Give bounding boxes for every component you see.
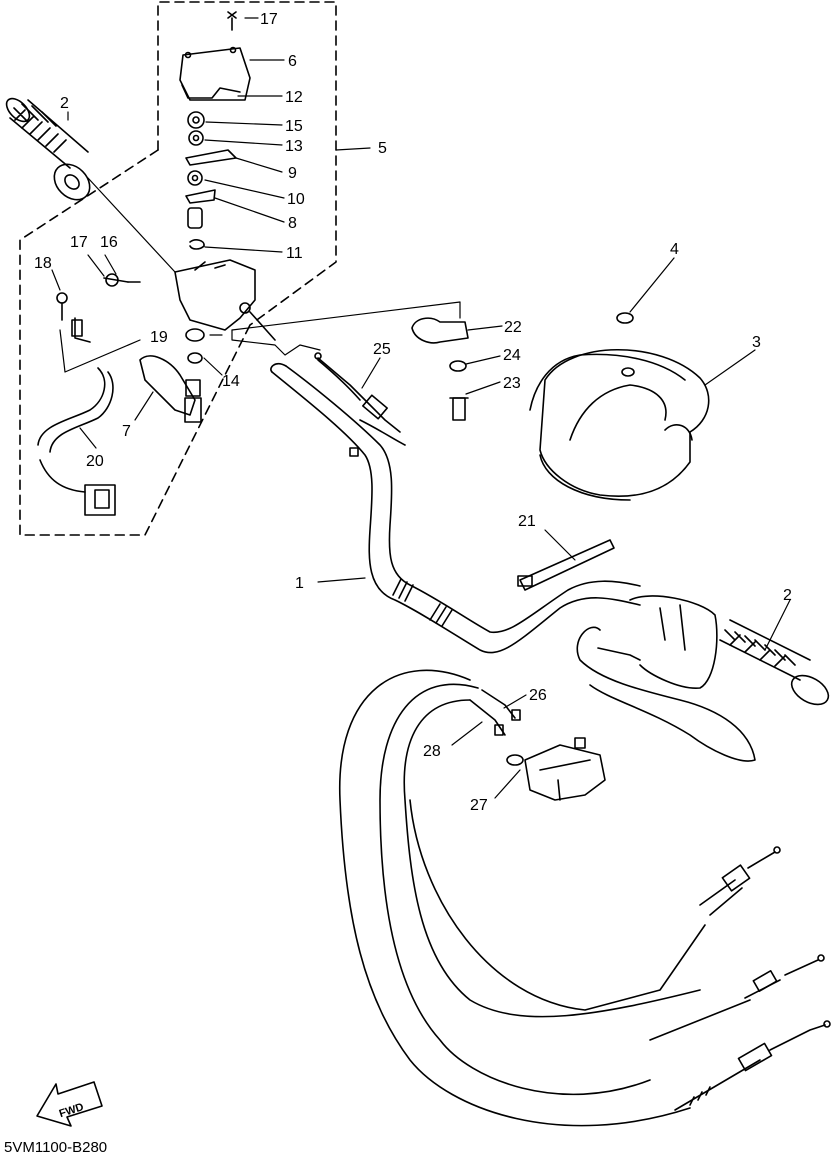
clamp-22 bbox=[411, 317, 469, 344]
callout-8: 8 bbox=[288, 215, 297, 232]
callout-1: 1 bbox=[295, 575, 304, 592]
switch-cover bbox=[529, 348, 710, 501]
callout-25: 25 bbox=[373, 341, 391, 358]
callout-11: 11 bbox=[286, 245, 303, 262]
left-grip bbox=[5, 97, 91, 201]
callout-17-top: 17 bbox=[260, 11, 278, 28]
fwd-arrow-icon bbox=[36, 1081, 103, 1127]
callout-12: 12 bbox=[285, 89, 303, 106]
callout-10: 10 bbox=[287, 191, 305, 208]
callout-6: 6 bbox=[288, 53, 297, 70]
right-switch-and-lever bbox=[576, 595, 756, 762]
callout-22: 22 bbox=[504, 319, 522, 336]
callout-9: 9 bbox=[288, 165, 297, 182]
left-switch-assembly bbox=[139, 46, 276, 423]
callout-24: 24 bbox=[503, 347, 521, 364]
callout-14: 14 bbox=[222, 373, 240, 390]
callout-28: 28 bbox=[423, 743, 441, 760]
callout-17-left: 17 bbox=[70, 234, 88, 251]
callout-labels: 17 6 12 15 13 5 9 10 8 11 2 17 16 18 19 … bbox=[4, 11, 792, 1156]
callout-27: 27 bbox=[470, 797, 488, 814]
wire-harness bbox=[37, 317, 116, 516]
cable-end-1 bbox=[699, 846, 781, 916]
cable-end-3 bbox=[674, 1020, 831, 1111]
callout-19: 19 bbox=[150, 329, 168, 346]
bracket-27 bbox=[506, 737, 606, 801]
callout-18: 18 bbox=[34, 255, 52, 272]
callout-26: 26 bbox=[529, 687, 547, 704]
callout-3: 3 bbox=[752, 334, 761, 351]
cable-tie bbox=[517, 539, 615, 591]
callout-16: 16 bbox=[100, 234, 118, 251]
callout-21: 21 bbox=[518, 513, 536, 530]
callout-7: 7 bbox=[122, 423, 131, 440]
callout-13: 13 bbox=[285, 138, 303, 155]
callout-20: 20 bbox=[86, 453, 104, 470]
screws bbox=[56, 11, 469, 421]
washer-24 bbox=[449, 360, 467, 372]
callout-2-left: 2 bbox=[60, 95, 69, 112]
cable-end-2 bbox=[649, 954, 825, 1041]
switch-assembly-outline bbox=[19, 149, 251, 536]
diagram-code: 5VM1100-B280 bbox=[4, 1139, 107, 1156]
right-grip bbox=[719, 619, 830, 706]
cables bbox=[317, 359, 706, 1127]
callout-23: 23 bbox=[503, 375, 521, 392]
plug-4 bbox=[616, 312, 634, 324]
fwd-label: FWD bbox=[58, 1101, 86, 1120]
assembly-5-outline bbox=[157, 1, 337, 326]
cable-25 bbox=[314, 352, 401, 433]
callout-4: 4 bbox=[670, 241, 679, 258]
callout-5: 5 bbox=[378, 140, 387, 157]
cable-parts-26-28 bbox=[469, 689, 521, 736]
leader-lines bbox=[51, 17, 791, 799]
callout-15: 15 bbox=[285, 118, 303, 135]
handlebar bbox=[270, 363, 641, 654]
callout-2-right: 2 bbox=[783, 587, 792, 604]
